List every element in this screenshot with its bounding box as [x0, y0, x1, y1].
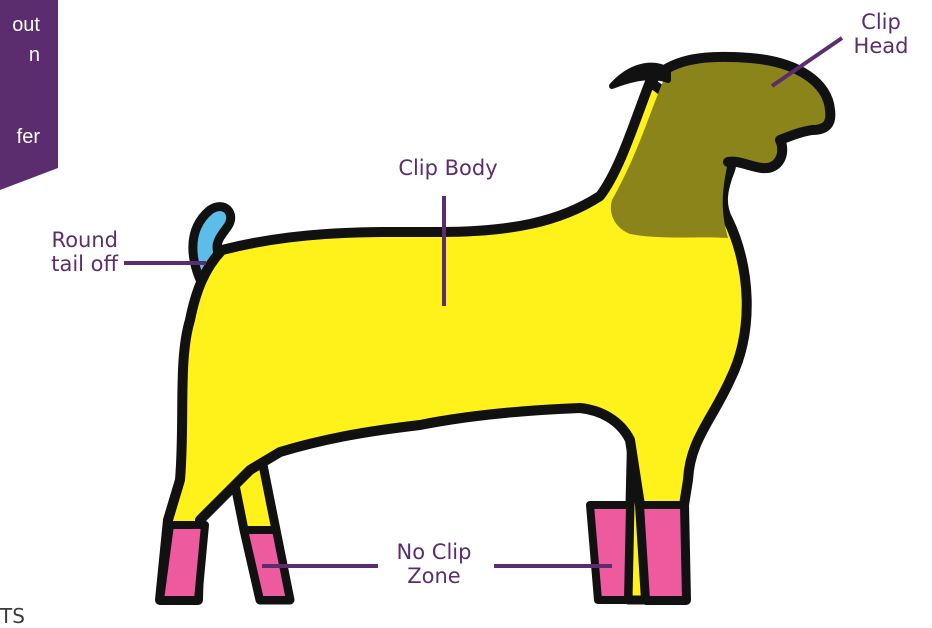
no-clip-right-back	[590, 505, 630, 600]
label-round-tail: Round tail off	[8, 228, 118, 276]
label-round-tail-line-1: Round	[8, 228, 118, 252]
label-round-tail-line-2: tail off	[8, 252, 118, 276]
label-clip-head: Clip Head	[846, 10, 916, 58]
label-no-clip-zone: No Clip Zone	[372, 540, 496, 588]
no-clip-left-back	[160, 525, 205, 600]
goat-head	[611, 56, 830, 238]
label-clip-head-line-1: Clip	[846, 10, 916, 34]
label-no-clip-zone-line-2: Zone	[372, 564, 496, 588]
label-no-clip-zone-line-1: No Clip	[372, 540, 496, 564]
label-clip-head-line-2: Head	[846, 34, 916, 58]
no-clip-right-front	[640, 505, 686, 600]
label-clip-body: Clip Body	[378, 156, 518, 180]
bottom-text-fragment: TS	[0, 604, 25, 628]
